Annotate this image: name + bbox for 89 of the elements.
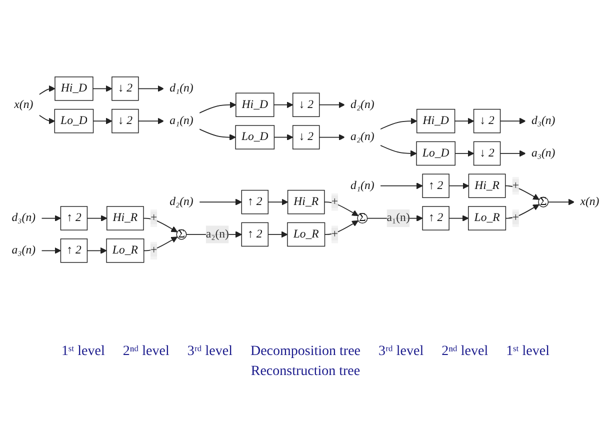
- edge-label: +: [331, 228, 338, 241]
- node-text: d₂(n): [170, 196, 194, 208]
- level-label: 1ˢᵗ level: [506, 344, 550, 360]
- arrow: [504, 186, 540, 200]
- arrow: [318, 134, 345, 141]
- level-label: Reconstruction tree: [250, 364, 360, 380]
- arrow: [318, 102, 345, 108]
- node-circle: Σ: [538, 197, 549, 208]
- node-circle: Σ: [176, 230, 187, 240]
- node-box: ↓ 2: [473, 142, 501, 166]
- arrow: [273, 102, 294, 108]
- node-box: Hi_R: [468, 174, 506, 198]
- arrow: [138, 118, 164, 125]
- node-text: a₂(n): [350, 130, 374, 144]
- node-box: ↑ 2: [60, 206, 88, 231]
- arrow: [448, 215, 469, 222]
- node-box: Lo_R: [106, 238, 144, 264]
- node-text: a₁(n): [170, 114, 194, 128]
- node-text: d₁(n): [350, 180, 374, 192]
- node-box: ↓ 2: [473, 109, 501, 134]
- arrow: [268, 199, 288, 206]
- arrow: [274, 134, 294, 141]
- arrow: [143, 218, 178, 233]
- edge-label: a₁(n): [386, 212, 410, 224]
- node-box: ↑ 2: [241, 190, 269, 215]
- node-box: Hi_R: [287, 190, 325, 215]
- node-box: ↑ 2: [422, 206, 450, 231]
- node-text: a₃(n): [531, 147, 556, 160]
- arrow: [198, 199, 242, 206]
- arrow: [86, 215, 108, 222]
- level-label: 1ˢᵗ level: [62, 344, 105, 360]
- arrow: [380, 145, 417, 158]
- level-label: 2ⁿᵈ level: [442, 344, 488, 360]
- arrow: [138, 86, 164, 92]
- arrow: [380, 118, 418, 130]
- node-circle: Σ: [357, 213, 368, 224]
- node-box: ↑ 2: [60, 238, 88, 264]
- node-box: Lo_R: [287, 222, 326, 247]
- edge-label: +: [150, 212, 158, 224]
- node-text: x(n): [14, 98, 34, 112]
- node-box: Lo_D: [54, 109, 94, 134]
- edge-label: +: [150, 244, 158, 257]
- node-box: ↑ 2: [422, 174, 450, 198]
- node-box: Lo_D: [416, 142, 456, 166]
- arrow: [198, 128, 236, 141]
- arrow: [92, 118, 112, 125]
- node-box: Hi_D: [54, 76, 94, 102]
- node-text: a₃(n): [12, 244, 36, 257]
- edge-label: +: [512, 212, 519, 224]
- node-box: Hi_D: [236, 93, 274, 118]
- level-label: 3ʳᵈ level: [378, 344, 424, 360]
- arrow: [324, 220, 358, 236]
- edge-label: a₂(n): [206, 228, 229, 241]
- arrow: [268, 232, 288, 238]
- arrow: [454, 118, 474, 125]
- arrow: [454, 150, 474, 158]
- edge-label: +: [512, 180, 519, 192]
- node-box: ↑ 2: [241, 222, 269, 247]
- arrow: [548, 199, 575, 206]
- arrow: [40, 215, 61, 222]
- node-text: d₁(n): [170, 82, 194, 95]
- node-box: Hi_D: [416, 109, 456, 134]
- arrow: [38, 114, 55, 125]
- arrow: [448, 182, 469, 190]
- arrow: [380, 182, 423, 190]
- arrow: [40, 248, 61, 254]
- node-box: ↓ 2: [112, 109, 139, 134]
- node-box: Hi_R: [106, 206, 144, 231]
- node-box: ↓ 2: [292, 93, 320, 118]
- arrow: [324, 202, 358, 216]
- node-text: x(n): [580, 196, 600, 208]
- arrow: [500, 150, 526, 158]
- node-box: Lo_D: [235, 125, 275, 150]
- node-text: d₂(n): [350, 98, 374, 112]
- edge-label: +: [331, 196, 338, 208]
- level-label: 2ⁿᵈ level: [122, 344, 170, 360]
- arrow: [92, 86, 112, 92]
- level-label: 3ʳᵈ level: [187, 344, 232, 360]
- node-box: ↓ 2: [112, 76, 139, 102]
- node-text: d₃(n): [12, 212, 36, 224]
- arrow: [38, 86, 56, 96]
- arrow: [505, 204, 540, 220]
- arrow: [86, 248, 107, 254]
- level-label: Decomposition tree: [250, 344, 361, 360]
- arrow: [198, 102, 236, 114]
- node-box: Lo_R: [468, 206, 506, 231]
- arrow: [500, 118, 526, 125]
- node-box: ↓ 2: [292, 125, 320, 150]
- node-text: d₃(n): [531, 114, 556, 128]
